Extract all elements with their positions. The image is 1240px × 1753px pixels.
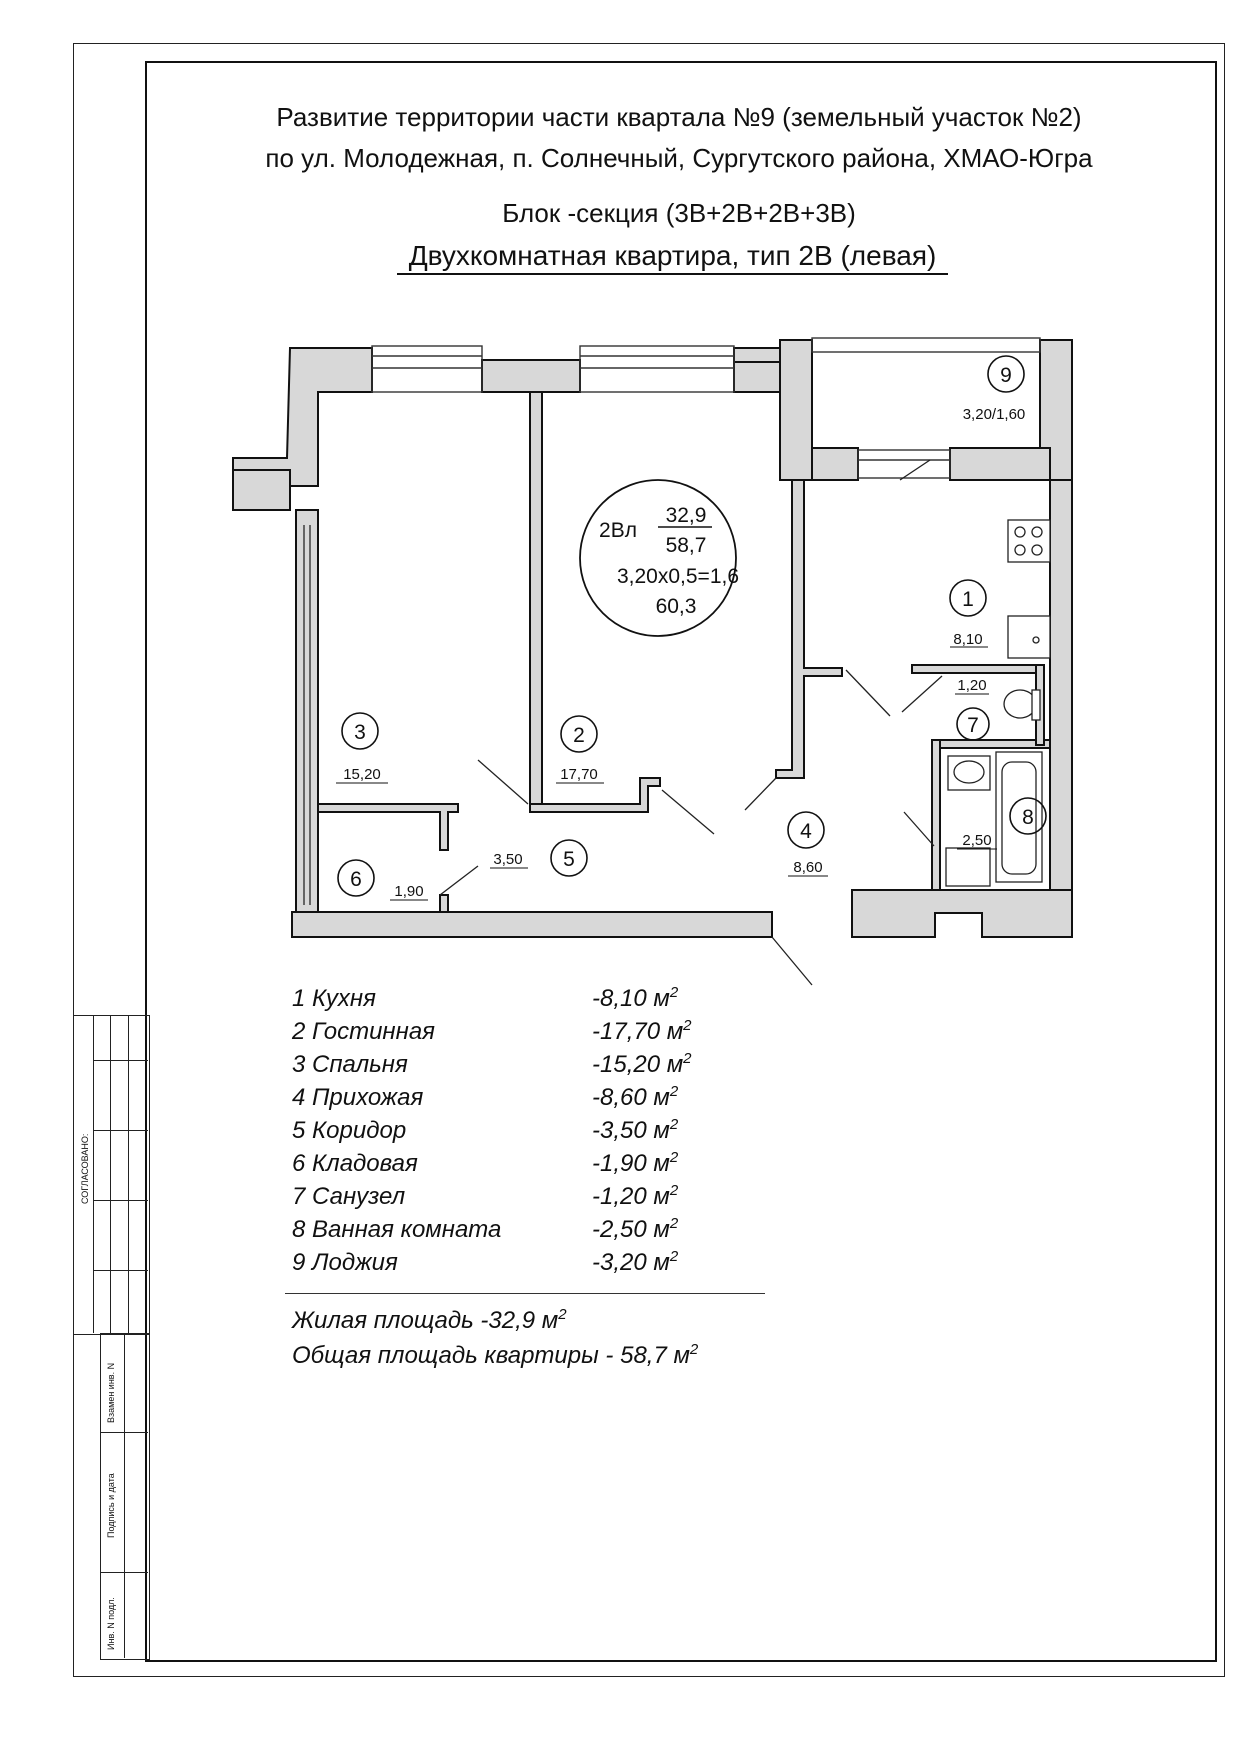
room-7-area: 1,20 (957, 677, 986, 694)
wall-top-left (232, 347, 373, 487)
wall-corridor (317, 803, 459, 851)
wall-bath-mid (931, 739, 1051, 749)
room-9-number: 9 (1000, 364, 1012, 387)
legend-row: 5 Коридор-3,50 м2 (292, 1116, 679, 1144)
wall-top-corner (733, 347, 781, 363)
wall-left (295, 509, 319, 913)
block-section-title: Блок -секция (3В+2В+2В+3В) (502, 198, 856, 228)
toilet-icon (1003, 689, 1037, 719)
room-6-circle (337, 859, 375, 897)
stamp-replacement-label: Взамен инв. N (106, 1362, 116, 1423)
room-3-circle (341, 712, 379, 750)
legend-row: 4 Прихожая-8,60 м2 (292, 1083, 679, 1111)
legend-row: 7 Санузел-1,20 м2 (292, 1182, 679, 1210)
window-loggia (811, 337, 1041, 353)
summary-circle (579, 479, 737, 637)
room-4-area: 8,60 (793, 859, 822, 876)
room-3-area: 15,20 (343, 766, 381, 783)
apartment-area-total: Общая площадь квартиры - 58,7 м2 (292, 1341, 699, 1369)
room-7-number: 7 (967, 714, 979, 737)
washing-machine-icon (945, 847, 991, 887)
wall-bath-top (911, 664, 1041, 674)
window-bedroom (371, 345, 483, 393)
legend-row: 9 Лоджия-3,20 м2 (292, 1248, 679, 1276)
door-living (661, 789, 715, 835)
room-6-area: 1,90 (394, 883, 423, 900)
stamp-inv-original-label: Инв. N подл. (106, 1597, 116, 1650)
summary-total-with-loggia: 60,3 (656, 595, 697, 618)
wall-living-bottom (529, 777, 661, 813)
legend-divider (285, 1293, 765, 1294)
apartment-type-title: Двухкомнатная квартира, тип 2В (левая) (350, 240, 995, 275)
room-2-area: 17,70 (560, 766, 598, 783)
room-2-circle (560, 715, 598, 753)
room-5-area: 3,50 (493, 851, 522, 868)
wall-store (439, 894, 449, 913)
wall-loggia-left (779, 339, 813, 481)
wall-left-bump (232, 469, 291, 511)
room-5-circle (550, 839, 588, 877)
door-wc (901, 675, 943, 713)
stove-icon (1007, 519, 1051, 563)
room-9-circle (987, 355, 1025, 393)
summary-loggia-formula: 3,20х0,5=1,6 (617, 565, 739, 588)
room-7-circle (956, 707, 990, 741)
door-entrance-hall (744, 777, 777, 811)
room-8-circle (1009, 797, 1047, 835)
room-5-number: 5 (563, 848, 575, 871)
room-8-number: 8 (1022, 806, 1034, 829)
room-3-number: 3 (354, 721, 366, 744)
legend-row: 3 Спальня-15,20 м2 (292, 1050, 692, 1078)
door-storage (439, 865, 479, 896)
room-4-circle (787, 811, 825, 849)
stamp-inventory-box (100, 1333, 150, 1660)
room-6-number: 6 (350, 868, 362, 891)
wall-top-mid2 (733, 359, 781, 393)
door-bedroom (477, 759, 529, 805)
sheet-border (73, 43, 1225, 1677)
stamp-signature-label: Подпись и дата (106, 1473, 116, 1538)
wall-partition-1 (529, 391, 543, 805)
summary-total: 58,7 (666, 534, 707, 557)
stamp-approved-label: СОГЛАСОВАНО: (80, 1133, 90, 1204)
wall-right (1049, 479, 1073, 891)
legend-row: 8 Ванная комната-2,50 м2 (292, 1215, 679, 1243)
wall-bath-left (931, 739, 941, 891)
wall-loggia-bottom (949, 447, 1051, 481)
door-entrance (771, 936, 813, 986)
kitchen-sink-icon (1007, 615, 1051, 659)
room-2-number: 2 (573, 724, 585, 747)
room-legend: 1 Кухня-8,10 м2 2 Гостинная-17,70 м2 3 С… (292, 985, 772, 1282)
room-1-circle (949, 579, 987, 617)
door-loggia (899, 459, 931, 481)
wall-top-mid1 (481, 359, 581, 393)
wall-bottom-right (851, 889, 1073, 938)
living-area-total: Жилая площадь -32,9 м2 (292, 1306, 567, 1334)
wall-loggia-mid (811, 447, 859, 481)
title-line-2: по ул. Молодежная, п. Солнечный, Сургутс… (265, 143, 1093, 173)
room-1-area: 8,10 (953, 631, 982, 648)
wall-bottom (291, 911, 773, 938)
door-kitchen (845, 669, 891, 717)
stamp-approval-box (73, 1015, 150, 1335)
summary-code: 2Вл (599, 519, 637, 542)
window-living (579, 345, 735, 393)
legend-row: 2 Гостинная-17,70 м2 (292, 1017, 692, 1045)
door-bath (903, 811, 935, 847)
room-9-area: 3,20/1,60 (963, 406, 1026, 423)
room-1-number: 1 (962, 588, 974, 611)
legend-row: 6 Кладовая-1,90 м2 (292, 1149, 679, 1177)
legend-row: 1 Кухня-8,10 м2 (292, 984, 679, 1012)
title-line-1: Развитие территории части квартала №9 (з… (276, 102, 1082, 132)
window-kitchen-loggia (857, 449, 951, 479)
drawing-frame (145, 61, 1217, 1662)
wall-partition-2 (775, 479, 843, 779)
room-4-number: 4 (800, 820, 812, 843)
room-8-area: 2,50 (962, 832, 991, 849)
summary-living: 32,9 (666, 504, 707, 527)
